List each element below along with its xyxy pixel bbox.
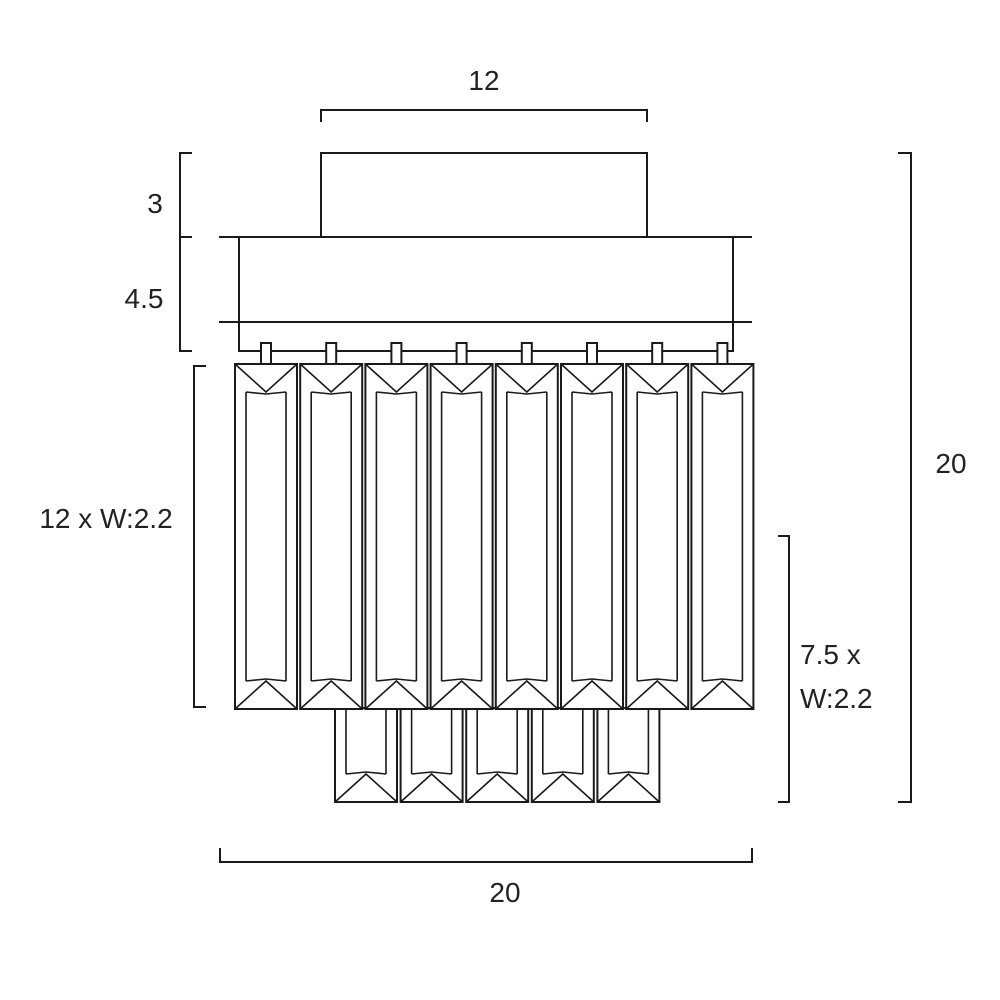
lower-crystal xyxy=(465,707,530,803)
upper-crystal xyxy=(299,363,364,710)
mounting-band xyxy=(238,236,734,352)
dim-bracket-upper-crystals xyxy=(193,365,206,708)
upper-crystal xyxy=(364,363,429,710)
dim-bracket-lower-crystals xyxy=(778,535,790,803)
upper-crystal xyxy=(494,363,559,710)
lower-crystal xyxy=(596,707,661,803)
canopy xyxy=(320,152,648,238)
dim-bracket-band-height xyxy=(179,237,192,352)
lower-crystal-row xyxy=(334,707,661,803)
dim-bracket-overall-height xyxy=(898,152,912,803)
label-upper-crystals: 12 x W:2.2 xyxy=(39,503,172,534)
label-band-height: 4.5 xyxy=(125,283,164,314)
upper-crystal xyxy=(560,363,624,710)
dim-bracket-overall-width xyxy=(219,848,753,863)
lower-crystal xyxy=(334,707,398,803)
upper-crystal xyxy=(234,363,298,710)
label-canopy-height: 3 xyxy=(147,188,163,219)
label-overall-height: 20 xyxy=(935,448,966,479)
label-overall-width: 20 xyxy=(489,877,520,908)
upper-crystal xyxy=(625,363,690,710)
upper-crystal-row xyxy=(234,363,755,710)
lower-crystal xyxy=(530,707,595,803)
upper-crystal xyxy=(690,363,755,710)
dim-bracket-canopy-height xyxy=(179,152,192,238)
dim-bracket-top-width xyxy=(320,109,648,122)
lower-crystal xyxy=(399,707,464,803)
label-lower-crystals-line2: W:2.2 xyxy=(800,683,873,714)
label-top-width: 12 xyxy=(468,65,499,96)
label-lower-crystals-line1: 7.5 x xyxy=(800,639,861,670)
upper-crystal xyxy=(429,363,494,710)
